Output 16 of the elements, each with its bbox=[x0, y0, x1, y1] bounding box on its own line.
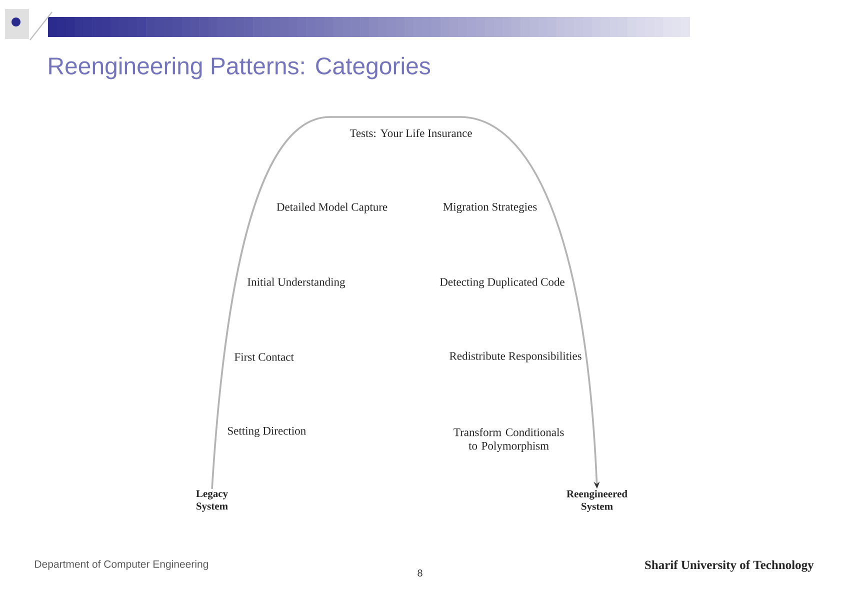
footer-text: Sharif University of Technology bbox=[645, 560, 814, 572]
category-label: Migration Strategies bbox=[443, 202, 537, 214]
category-label: Transform Conditionals to Polymorphism bbox=[454, 428, 564, 452]
footer-text: Department of Computer Engineering bbox=[35, 560, 208, 570]
category-label: Redistribute Responsibilities bbox=[450, 352, 582, 362]
slide-title: Reengineering Patterns: Categories bbox=[49, 56, 430, 80]
category-label: Tests: Your Life Insurance bbox=[350, 128, 472, 138]
category-label: Setting Direction bbox=[228, 426, 306, 438]
arch-arrow bbox=[211, 116, 600, 490]
category-label: First Contact bbox=[234, 353, 294, 361]
category-label: Detecting Duplicated Code bbox=[440, 278, 564, 288]
page-number: 8 bbox=[418, 569, 422, 577]
system-label: Legacy System bbox=[196, 490, 228, 512]
category-label: Initial Understanding bbox=[248, 278, 346, 288]
category-label: Detailed Model Capture bbox=[276, 202, 388, 214]
system-label: Reengineered System bbox=[566, 490, 628, 512]
